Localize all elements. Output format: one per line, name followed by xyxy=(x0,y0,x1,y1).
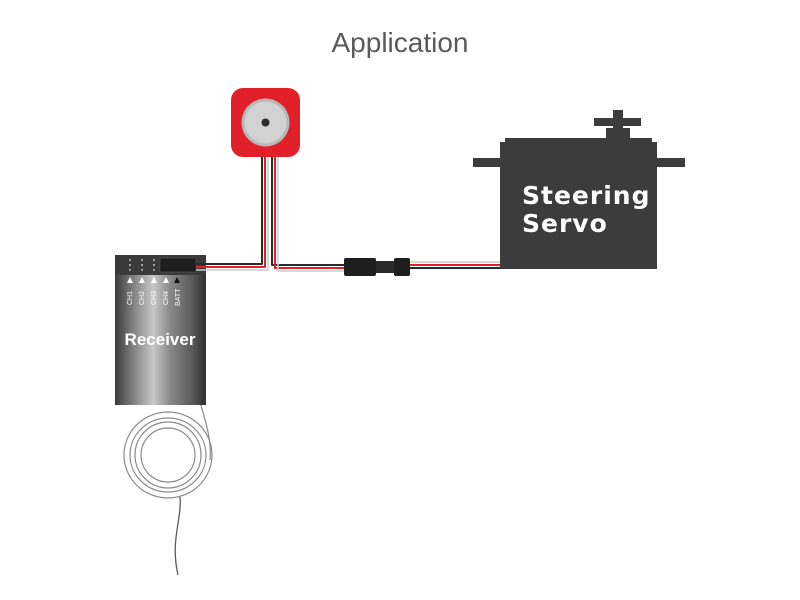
channel-label-ch1: CH1 xyxy=(127,291,134,305)
channel-label-ch4: CH4 xyxy=(163,291,170,305)
wires xyxy=(196,152,500,272)
gyro-sensor-icon xyxy=(231,88,300,157)
servo-plug-icon xyxy=(344,258,410,276)
page-title: Application xyxy=(332,27,469,58)
channel-label-batt: BATT xyxy=(175,288,182,306)
channel-arrows xyxy=(127,277,180,283)
servo-label-line2: Servo xyxy=(522,209,608,238)
steering-servo: Steering Servo xyxy=(473,110,685,269)
channel-label-ch2: CH2 xyxy=(139,291,146,305)
channel-label-ch3: CH3 xyxy=(151,291,158,305)
servo-label-line1: Steering xyxy=(522,181,650,210)
receiver-label: Receiver xyxy=(125,330,196,349)
receiver: CH1 CH2 CH3 CH4 BATT Receiver xyxy=(115,255,206,405)
antenna-coil-icon xyxy=(123,401,213,576)
